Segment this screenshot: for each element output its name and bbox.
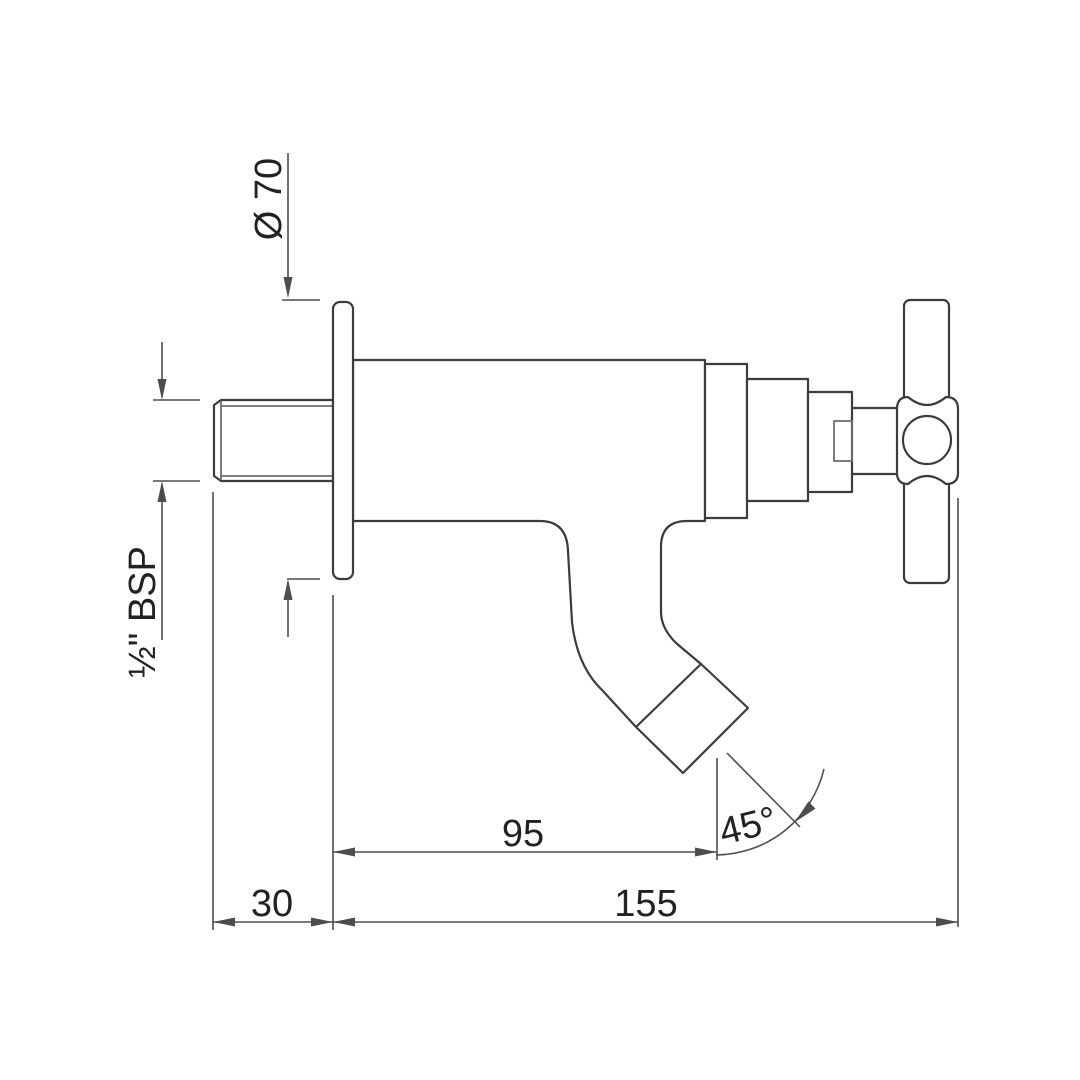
extension-lines xyxy=(153,299,959,930)
arrow-down-icon xyxy=(157,379,167,400)
dim-wall-offset xyxy=(213,917,333,927)
label-spout-angle: 45° xyxy=(715,799,781,854)
dim-spout-reach xyxy=(333,847,717,857)
handle-hub-boss-circle xyxy=(901,414,953,466)
arrow-left-icon xyxy=(333,917,355,927)
dim-flange-diameter xyxy=(283,153,293,637)
inlet-thread-pipe xyxy=(212,398,335,483)
arrow-right-icon xyxy=(695,847,717,857)
arrow-up-icon xyxy=(283,579,293,600)
spout-joint-line xyxy=(635,663,702,728)
handle-stem xyxy=(852,406,897,476)
bonnet-notch xyxy=(833,420,853,462)
label-wall-offset: 30 xyxy=(251,883,293,925)
label-flange-diameter: Ø 70 xyxy=(248,158,290,240)
arrow-diagonal-icon xyxy=(795,801,816,822)
dim-spout-angle xyxy=(715,752,825,856)
label-inlet-thread: ½" BSP xyxy=(122,546,164,678)
tap-body-and-spout xyxy=(351,358,750,775)
dimension-annotations: Ø 70 ½" BSP 95 45° 30 155 xyxy=(122,153,959,930)
arrow-left-icon xyxy=(333,847,355,857)
handle-hub xyxy=(895,395,960,486)
arrow-up-icon xyxy=(157,481,167,502)
wall-flange xyxy=(331,300,355,581)
angle-arc xyxy=(715,768,825,856)
arrow-down-icon xyxy=(283,277,293,298)
label-spout-reach: 95 xyxy=(502,813,544,855)
arrow-left-icon xyxy=(213,917,235,927)
arrow-right-icon xyxy=(311,917,333,927)
label-overall-projection: 155 xyxy=(614,883,677,925)
bonnet-step-2 xyxy=(745,377,810,503)
bonnet-step-3 xyxy=(806,390,854,494)
bonnet-step-1 xyxy=(703,362,749,520)
arrow-right-icon xyxy=(936,917,958,927)
angle-ray xyxy=(726,752,801,828)
tap-geometry xyxy=(212,298,960,775)
dim-overall-projection xyxy=(333,917,958,927)
dim-inlet-thread xyxy=(157,342,167,640)
inlet-thread-minor-lines xyxy=(220,401,333,480)
